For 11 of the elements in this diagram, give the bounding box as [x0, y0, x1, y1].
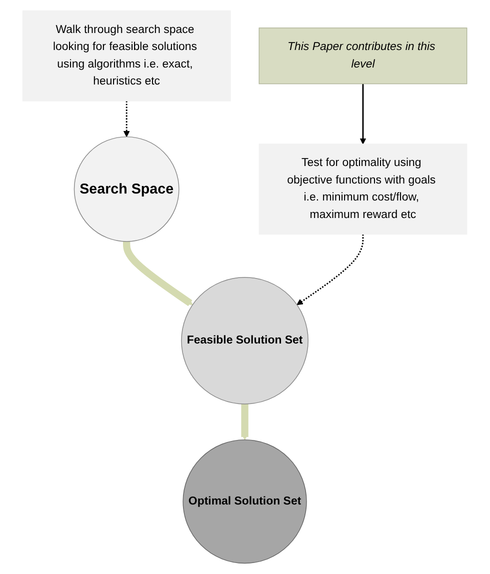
arrow: [360, 84, 366, 144]
arrow: [123, 240, 194, 306]
node-box: Test for optimality using objective functions with goals i.e. minimum cost/flow, maximum reward etc: [258, 144, 468, 235]
node-circle: Feasible Solution Set: [181, 276, 309, 404]
arrow: [241, 403, 249, 440]
node-circle: Optimal Solution Set: [182, 439, 308, 564]
node-box: Walk through search space looking for feasible solutions using algorithms i.e. exact, heuristics etc: [22, 10, 232, 102]
node-circle: Search Space: [74, 136, 180, 242]
node-box: This Paper contributes in this level: [258, 28, 468, 84]
arrow: [296, 234, 364, 306]
arrow: [124, 100, 130, 138]
